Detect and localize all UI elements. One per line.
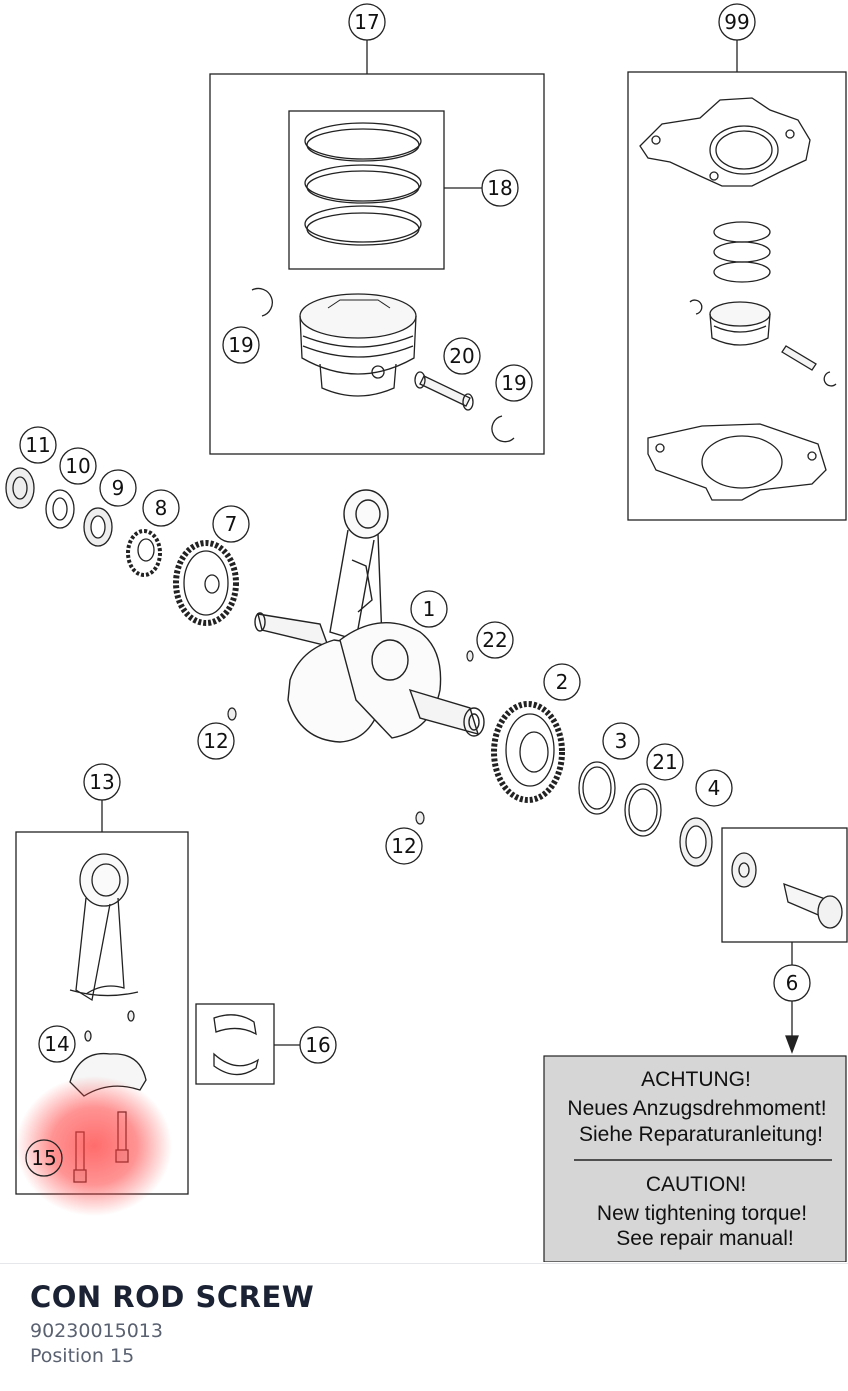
callout-11: 11 (19, 426, 57, 464)
gear-7 (173, 540, 239, 626)
part-info-panel: CON ROD SCREW 90230015013 Position 15 (0, 1263, 848, 1391)
warning-de-line2: Siehe Reparaturanleitung! (579, 1123, 823, 1146)
callouts: 17 99 18 19 20 19 11 10 9 8 7 1 22 2 12 … (19, 3, 811, 1177)
svg-text:14: 14 (44, 1032, 69, 1056)
right-shaft-parts (491, 701, 713, 867)
callout-6: 6 (773, 964, 811, 1002)
washer-9 (83, 507, 113, 547)
callout-99: 99 (718, 3, 756, 41)
callout-19-left: 19 (222, 326, 260, 364)
warning-de-title: ACHTUNG! (641, 1068, 751, 1091)
svg-text:2: 2 (556, 670, 569, 694)
callout-15[interactable]: 15 (25, 1139, 63, 1177)
svg-text:3: 3 (615, 729, 628, 753)
callout-12-lower: 12 (385, 827, 423, 865)
warning-de-line1: Neues Anzugsdrehmoment! (567, 1097, 826, 1120)
callout-8: 8 (142, 489, 180, 527)
callout-7: 7 (212, 505, 250, 543)
callout-19-right: 19 (495, 364, 533, 402)
callout-13: 13 (83, 763, 121, 801)
callout-18: 18 (481, 169, 519, 207)
callout-22: 22 (476, 621, 514, 659)
callout-12-upper: 12 (197, 722, 235, 760)
crankshaft-assembly (254, 489, 485, 743)
small-circlip-right (823, 371, 837, 387)
svg-text:19: 19 (228, 333, 253, 357)
circlip-left (251, 287, 273, 317)
callout-2: 2 (543, 663, 581, 701)
group-16-bearing-shells (195, 1003, 300, 1085)
cylinder-head-gasket (639, 97, 811, 187)
svg-text:21: 21 (652, 750, 677, 774)
left-shaft-parts (5, 467, 239, 626)
svg-text:15: 15 (31, 1146, 56, 1170)
cylinder-base-gasket (647, 423, 827, 501)
conrod (69, 853, 139, 1002)
svg-text:6: 6 (786, 971, 799, 995)
svg-text:12: 12 (391, 834, 416, 858)
svg-text:19: 19 (501, 371, 526, 395)
svg-text:11: 11 (25, 433, 50, 457)
callout-3: 3 (602, 722, 640, 760)
sprocket-8 (126, 529, 162, 577)
callout-20: 20 (443, 337, 481, 375)
callout-10: 10 (59, 447, 97, 485)
small-piston-pin (781, 345, 817, 371)
svg-text:12: 12 (203, 729, 228, 753)
warning-en-line2: See repair manual! (616, 1227, 793, 1250)
svg-text:18: 18 (487, 176, 512, 200)
position-15-highlight (16, 1076, 172, 1216)
callout-4: 4 (695, 769, 733, 807)
piston (299, 293, 417, 397)
svg-text:1: 1 (423, 597, 436, 621)
svg-text:16: 16 (305, 1033, 330, 1057)
callout-1: 1 (410, 590, 448, 628)
circlip-right (491, 415, 515, 443)
nut-4 (679, 817, 713, 867)
exploded-parts-diagram: 17 99 18 19 20 19 11 10 9 8 7 1 22 2 12 … (5, 3, 848, 1262)
washer-10 (45, 489, 75, 529)
piston-rings (304, 122, 422, 246)
small-piston (709, 301, 771, 346)
callout-17: 17 (348, 3, 386, 41)
group-6-bolt-kit (721, 827, 848, 1054)
small-pins (227, 650, 474, 825)
small-piston-rings (713, 221, 771, 283)
group-99-gasket-set (627, 38, 847, 521)
washer-21 (624, 783, 662, 837)
small-circlip-left (689, 299, 703, 315)
callout-21: 21 (646, 743, 684, 781)
group-17-piston-kit (209, 38, 545, 455)
washer-3 (578, 761, 616, 815)
warning-en-title: CAUTION! (646, 1173, 746, 1196)
dowel-14b (127, 1010, 135, 1022)
callout-14: 14 (38, 1025, 76, 1063)
svg-text:9: 9 (112, 476, 125, 500)
svg-text:99: 99 (724, 10, 749, 34)
warning-box: ACHTUNG! Neues Anzugsdrehmoment! Siehe R… (543, 1055, 847, 1262)
warning-en-line1: New tightening torque! (597, 1202, 807, 1225)
svg-text:10: 10 (65, 454, 90, 478)
svg-text:13: 13 (89, 770, 114, 794)
callout-16: 16 (299, 1026, 337, 1064)
key-12-upper (227, 707, 237, 721)
part-number: 90230015013 (30, 1320, 163, 1342)
part-position: Position 15 (30, 1345, 135, 1367)
piston-pin (414, 371, 474, 411)
svg-text:22: 22 (482, 628, 507, 652)
key-12-lower (415, 811, 425, 825)
dowel-14a (84, 1030, 92, 1042)
part-name: CON ROD SCREW (30, 1280, 315, 1314)
svg-text:20: 20 (449, 344, 474, 368)
svg-text:17: 17 (354, 10, 379, 34)
callout-9: 9 (99, 469, 137, 507)
svg-text:8: 8 (155, 496, 168, 520)
svg-text:4: 4 (708, 776, 721, 800)
svg-text:7: 7 (225, 512, 238, 536)
gear-2 (491, 701, 565, 803)
pin-22 (466, 650, 474, 662)
seal-ring-11 (5, 467, 35, 509)
